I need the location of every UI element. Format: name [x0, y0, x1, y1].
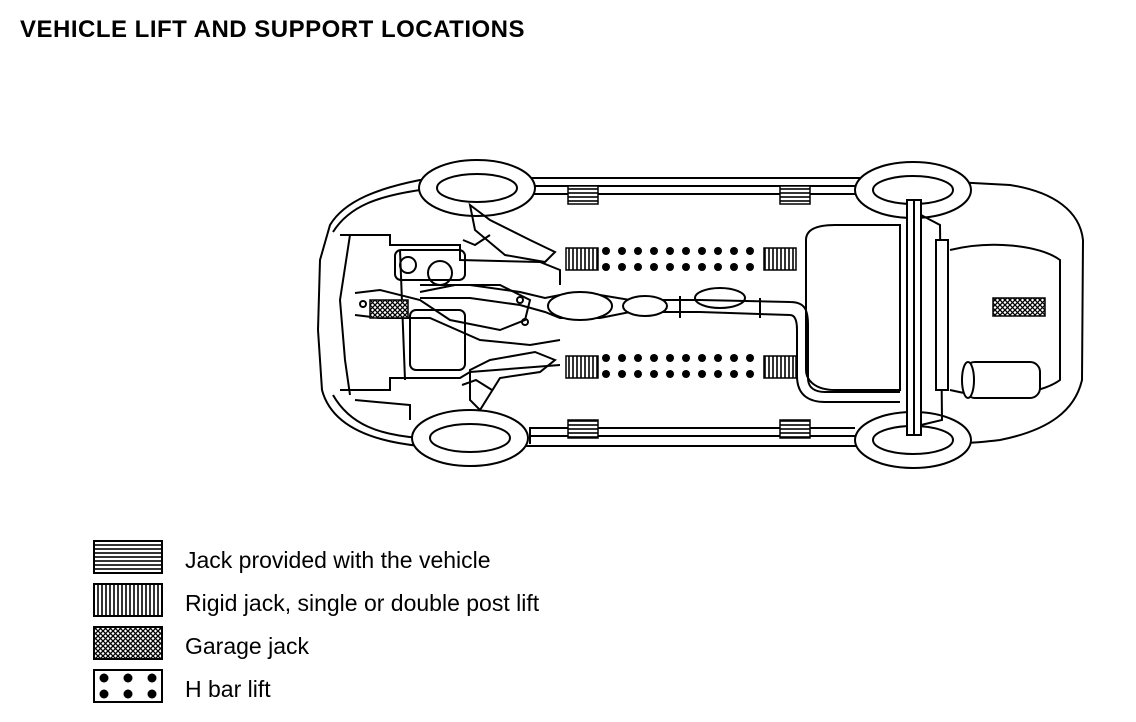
legend: Jack provided with the vehicle Rigid jac…: [92, 538, 652, 710]
lift-point-rigid-front-right: [565, 355, 599, 379]
front-right-control-arm: [469, 350, 557, 412]
lift-point-jack-front-left: [567, 185, 599, 205]
front-crossmember: [354, 284, 532, 332]
lift-point-jack-rear-left: [779, 185, 811, 205]
lift-point-rigid-rear-right: [763, 355, 797, 379]
vertical-lines-swatch-icon: [93, 583, 163, 617]
lift-point-rigid-front-left: [565, 247, 599, 271]
legend-item-jack: Jack provided with the vehicle: [92, 538, 652, 581]
front-right-wheel: [411, 409, 529, 467]
lift-point-jack-rear-right: [779, 419, 811, 439]
catalytic-converter: [547, 291, 613, 321]
legend-label: Garage jack: [185, 633, 310, 659]
lift-point-jack-front-right: [567, 419, 599, 439]
dots-swatch-icon: [93, 669, 163, 703]
muffler: [964, 361, 1041, 399]
legend-item-h-bar-lift: H bar lift: [92, 667, 652, 710]
front-left-wheel: [418, 159, 536, 217]
legend-label: Rigid jack, single or double post lift: [185, 590, 540, 616]
crosshatch-swatch-icon: [93, 626, 163, 660]
legend-item-rigid-jack: Rigid jack, single or double post lift: [92, 581, 652, 624]
legend-label: Jack provided with the vehicle: [185, 547, 491, 573]
lift-point-garage-front: [369, 299, 409, 319]
horizontal-lines-swatch-icon: [93, 540, 163, 574]
legend-item-garage-jack: Garage jack: [92, 624, 652, 667]
fuel-tank: [805, 224, 901, 391]
page-title: VEHICLE LIFT AND SUPPORT LOCATIONS: [20, 16, 526, 43]
legend-label: H bar lift: [185, 676, 271, 702]
front-left-control-arm: [468, 202, 557, 264]
right-rocker-rail: [529, 427, 855, 444]
h-bar-lift-dots: [602, 247, 754, 378]
lift-point-garage-rear: [992, 297, 1046, 317]
lift-point-rigid-rear-left: [763, 247, 797, 271]
